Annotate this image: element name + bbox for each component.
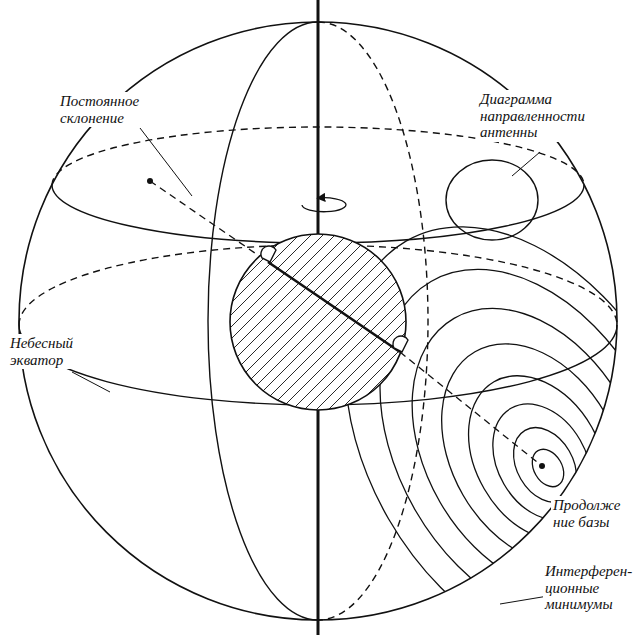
direction-dot [539,463,545,469]
antenna-pattern-label: Диаграмма направленности антенны [478,90,622,142]
baseline-extension [150,181,268,262]
declination-label: Постоянное склонение [58,92,192,127]
equator-label: Небесный экватор [8,334,108,369]
direction-dot [147,178,153,184]
leader-line [72,128,548,604]
earth-hatching [200,120,633,466]
rotation-arrow [302,198,346,212]
antenna-symbol [261,246,408,352]
antenna-pattern [446,160,538,240]
baseline-label: Продолже ние базы [551,496,629,531]
baseline-extension [400,352,542,466]
minima-label: Интерферен- ционные минимумы [543,562,629,614]
baseline [268,262,400,352]
